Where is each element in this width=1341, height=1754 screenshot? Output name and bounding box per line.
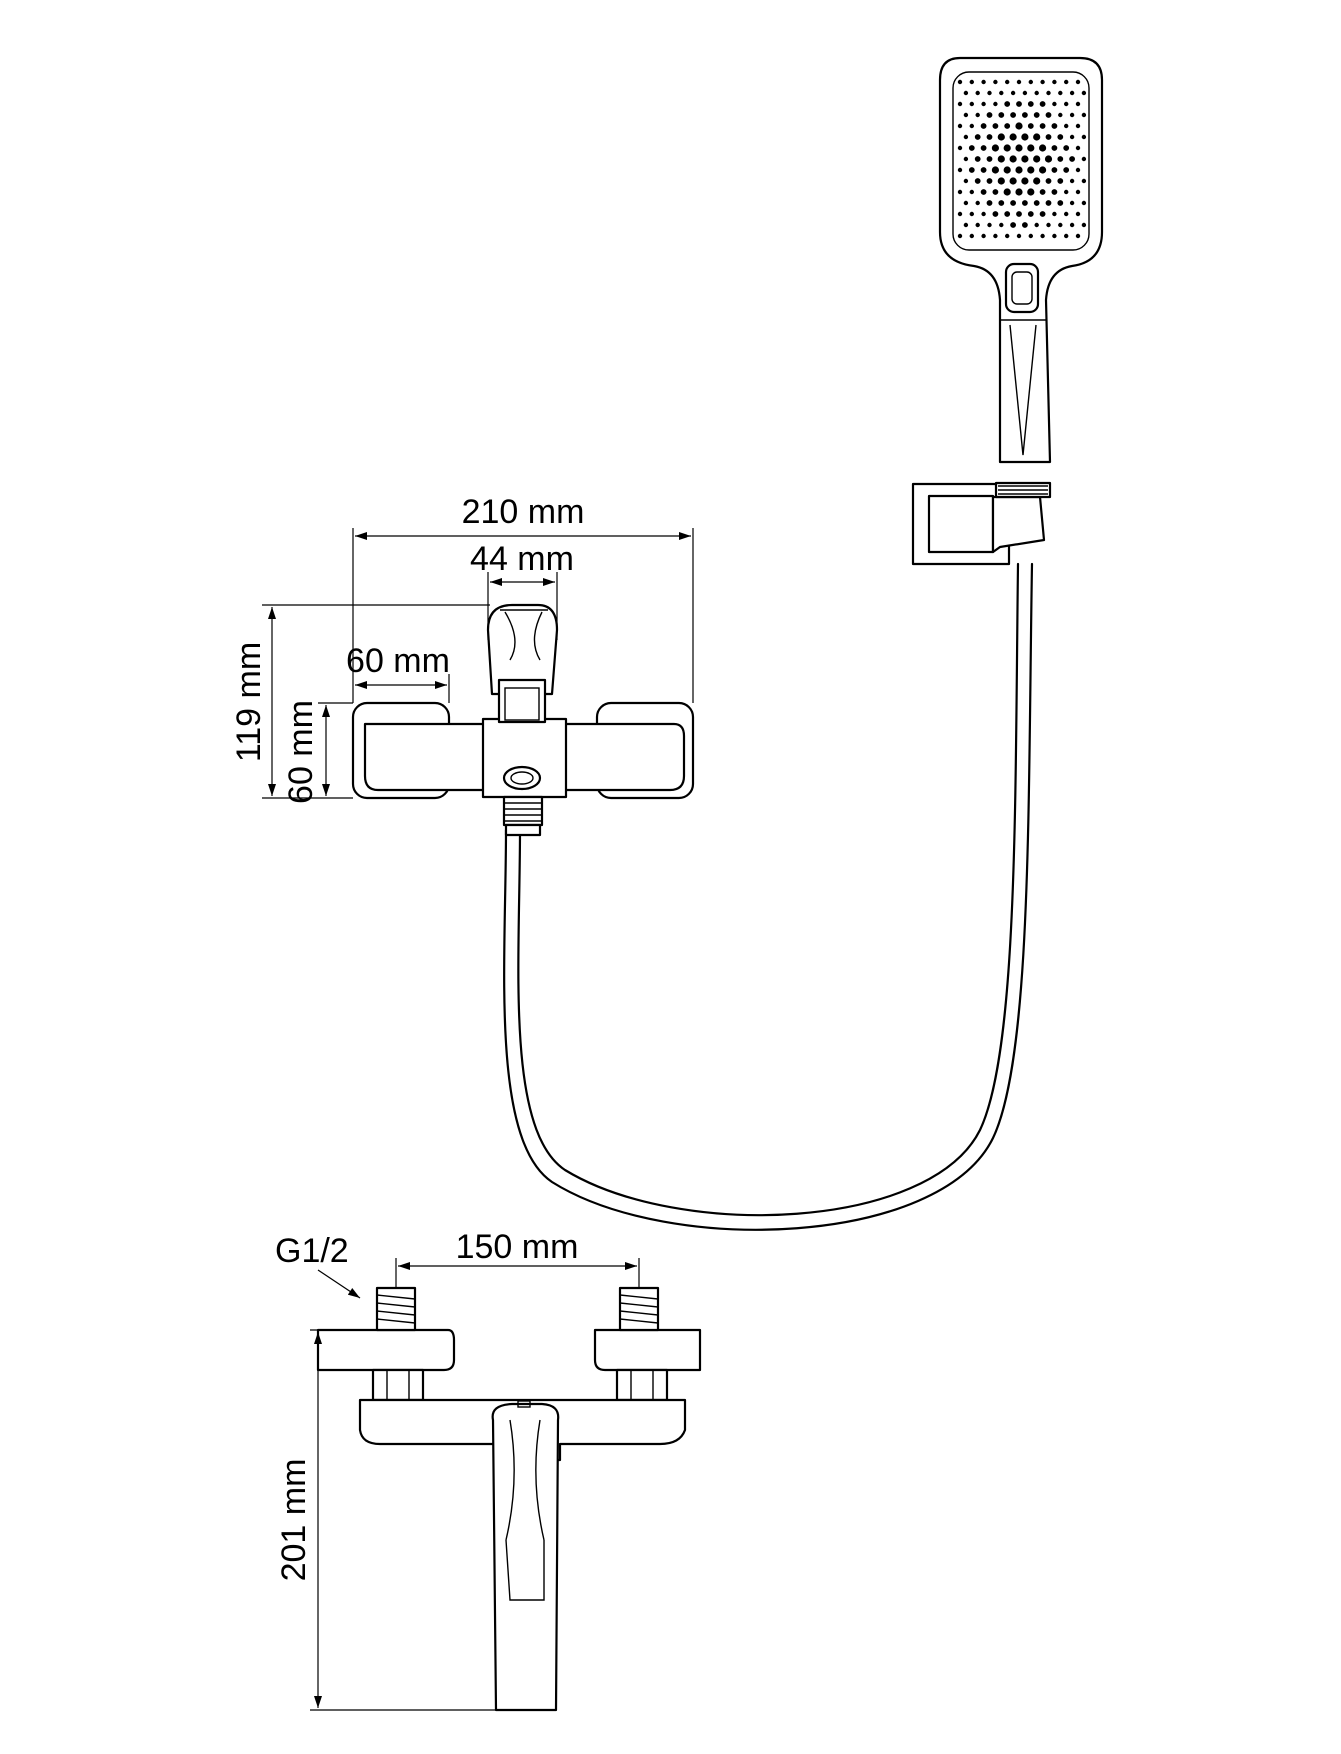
mixer-top-view: [316, 1286, 702, 1712]
dim-label-inlet-spacing: 150 mm: [456, 1228, 579, 1266]
mixer-front-view: [351, 603, 695, 837]
wall-bracket: [911, 481, 1052, 566]
nozzle-pattern: [957, 79, 1087, 239]
dimension-lines: [262, 528, 694, 1711]
dim-label-depth: 201 mm: [275, 1459, 313, 1582]
dim-label-lever-width: 44 mm: [470, 540, 574, 578]
dim-label-overall-width: 210 mm: [462, 493, 585, 531]
shower-hose: [503, 562, 1034, 1231]
thread-callout-label: G1/2: [275, 1232, 349, 1270]
dim-label-handle-width: 60 mm: [346, 642, 450, 680]
dim-label-overall-height: 119 mm: [230, 642, 268, 762]
dim-label-handle-height: 60 mm: [282, 700, 320, 804]
hand-shower: [938, 56, 1104, 464]
